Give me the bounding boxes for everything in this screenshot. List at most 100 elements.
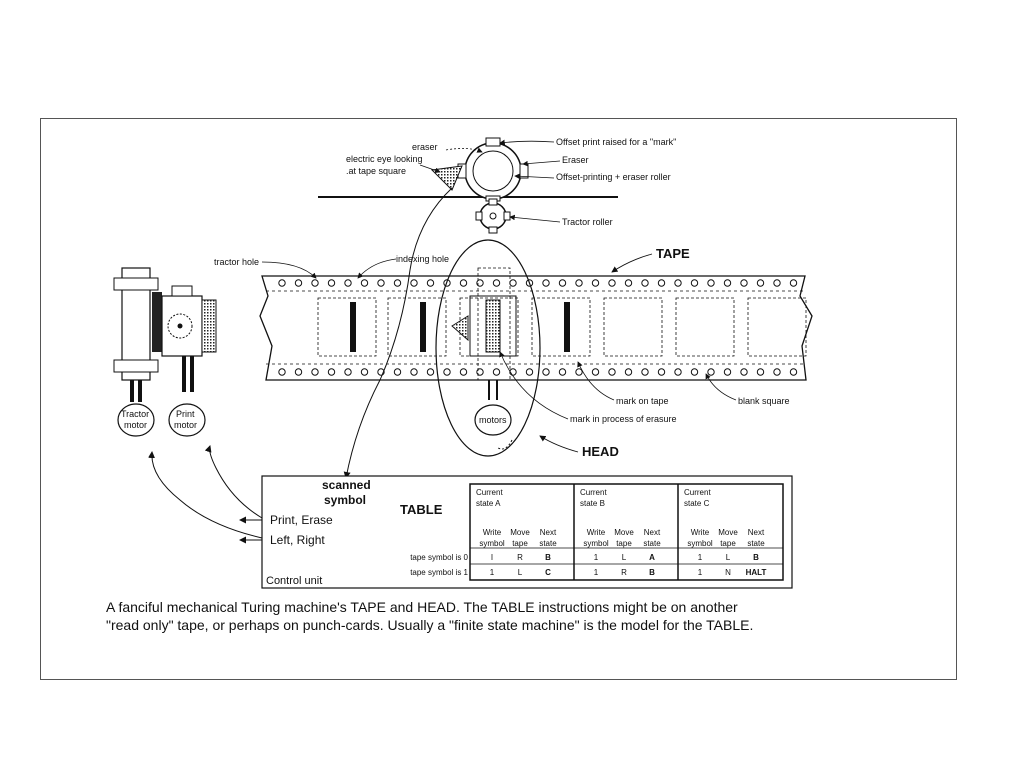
table-cell: 1 [594,568,599,577]
table-cell: 1 [698,568,703,577]
tractor-hole [542,368,550,376]
tractor-hole [641,279,649,287]
table-cell: 1 [594,553,599,562]
state-header: Current [684,488,711,497]
column-header: symbol [583,539,609,548]
table-cell: N [725,568,731,577]
tractor-hole [426,279,435,287]
state-header: Current [580,488,607,497]
column-header: Next [748,528,765,537]
tractor-hole [740,368,748,376]
column-header: Write [691,528,710,537]
table-cell: R [517,553,523,562]
tractor-hole [459,279,468,287]
caption: A fanciful mechanical Turing machine's T… [106,598,936,634]
electric-eye [430,165,463,191]
tape-mark [564,302,570,352]
tape-square [675,297,735,357]
table-cell: A [649,553,655,562]
label-scanned-1: scanned [322,478,371,492]
table-cell: B [649,568,655,577]
label-tractor-motor-1: Tractor [121,409,149,419]
tractor-hole [707,368,715,376]
tractor-hole [278,368,286,376]
tractor-drive-assembly [113,267,162,437]
tractor-hole [278,279,286,287]
column-header: Next [644,528,661,537]
column-header: Move [614,528,634,537]
tractor-hole [756,368,765,376]
caption-line-1: A fanciful mechanical Turing machine's T… [106,599,738,615]
tape-mark [420,302,426,352]
tractor-hole [492,368,501,376]
tractor-hole [674,279,682,287]
caption-line-2: "read only" tape, or perhaps on punch-ca… [106,617,754,633]
table-cell: L [622,553,627,562]
tape-square [387,297,447,357]
tractor-hole [723,368,732,376]
state-header: state C [684,499,710,508]
row-label: tape symbol is 1 [410,568,468,577]
tractor-hole [459,368,468,376]
tractor-hole [789,368,798,376]
tractor-hole [657,279,666,287]
table-cell: L [726,553,731,562]
tractor-hole [426,368,435,376]
tractor-hole [344,368,352,376]
tractor-hole [756,279,765,287]
tractor-hole [690,368,699,376]
label-motors: motors [479,415,507,425]
head-assembly: motors [435,239,541,457]
tractor-hole [624,279,633,287]
label-eraser: eraser [412,142,438,152]
tractor-hole [707,279,715,287]
tractor-hole [410,368,418,376]
tractor-hole [624,368,633,376]
print-drive-assembly [161,285,217,437]
column-header: Write [587,528,606,537]
label-mark-on-tape: mark on tape [616,396,669,406]
tape [259,275,813,381]
table-cell: R [621,568,627,577]
tractor-hole [509,279,517,287]
label-control-unit: Control unit [266,575,322,587]
tractor-hole [443,368,451,376]
tractor-hole [327,279,336,287]
tape-square [747,297,807,357]
tractor-hole [641,368,649,376]
tractor-hole [575,279,583,287]
offset-eraser-roller [457,137,529,202]
column-header: symbol [479,539,505,548]
tractor-hole [773,279,781,287]
label-head: HEAD [582,444,619,459]
tape-mark [350,302,356,352]
tractor-hole [542,279,550,287]
column-header: tape [616,539,632,548]
tractor-hole [789,279,798,287]
table-cell: 1 [698,553,703,562]
tractor-hole [344,279,352,287]
label-tape: TAPE [656,246,690,261]
tractor-hole [294,368,303,376]
tractor-hole [360,368,369,376]
label-print-motor-2: motor [174,420,197,430]
label-tractor-roller: Tractor roller [562,217,613,227]
label-print-motor-1: Print [176,409,195,419]
tractor-hole [591,279,600,287]
tractor-hole [657,368,666,376]
table-cell: I [491,553,493,562]
table-cell: 1 [490,568,495,577]
tractor-hole [525,368,534,376]
column-header: Next [540,528,557,537]
tape-square [317,297,377,357]
column-header: tape [720,539,736,548]
label-eraser-right: Eraser [562,155,589,165]
diagram-frame [40,118,957,680]
tractor-hole [410,279,418,287]
tractor-hole [393,368,402,376]
tractor-hole [723,279,732,287]
column-header: state [747,539,765,548]
table-title: TABLE [400,502,443,517]
label-offset-print-raised: Offset print raised for a "mark" [556,137,676,147]
